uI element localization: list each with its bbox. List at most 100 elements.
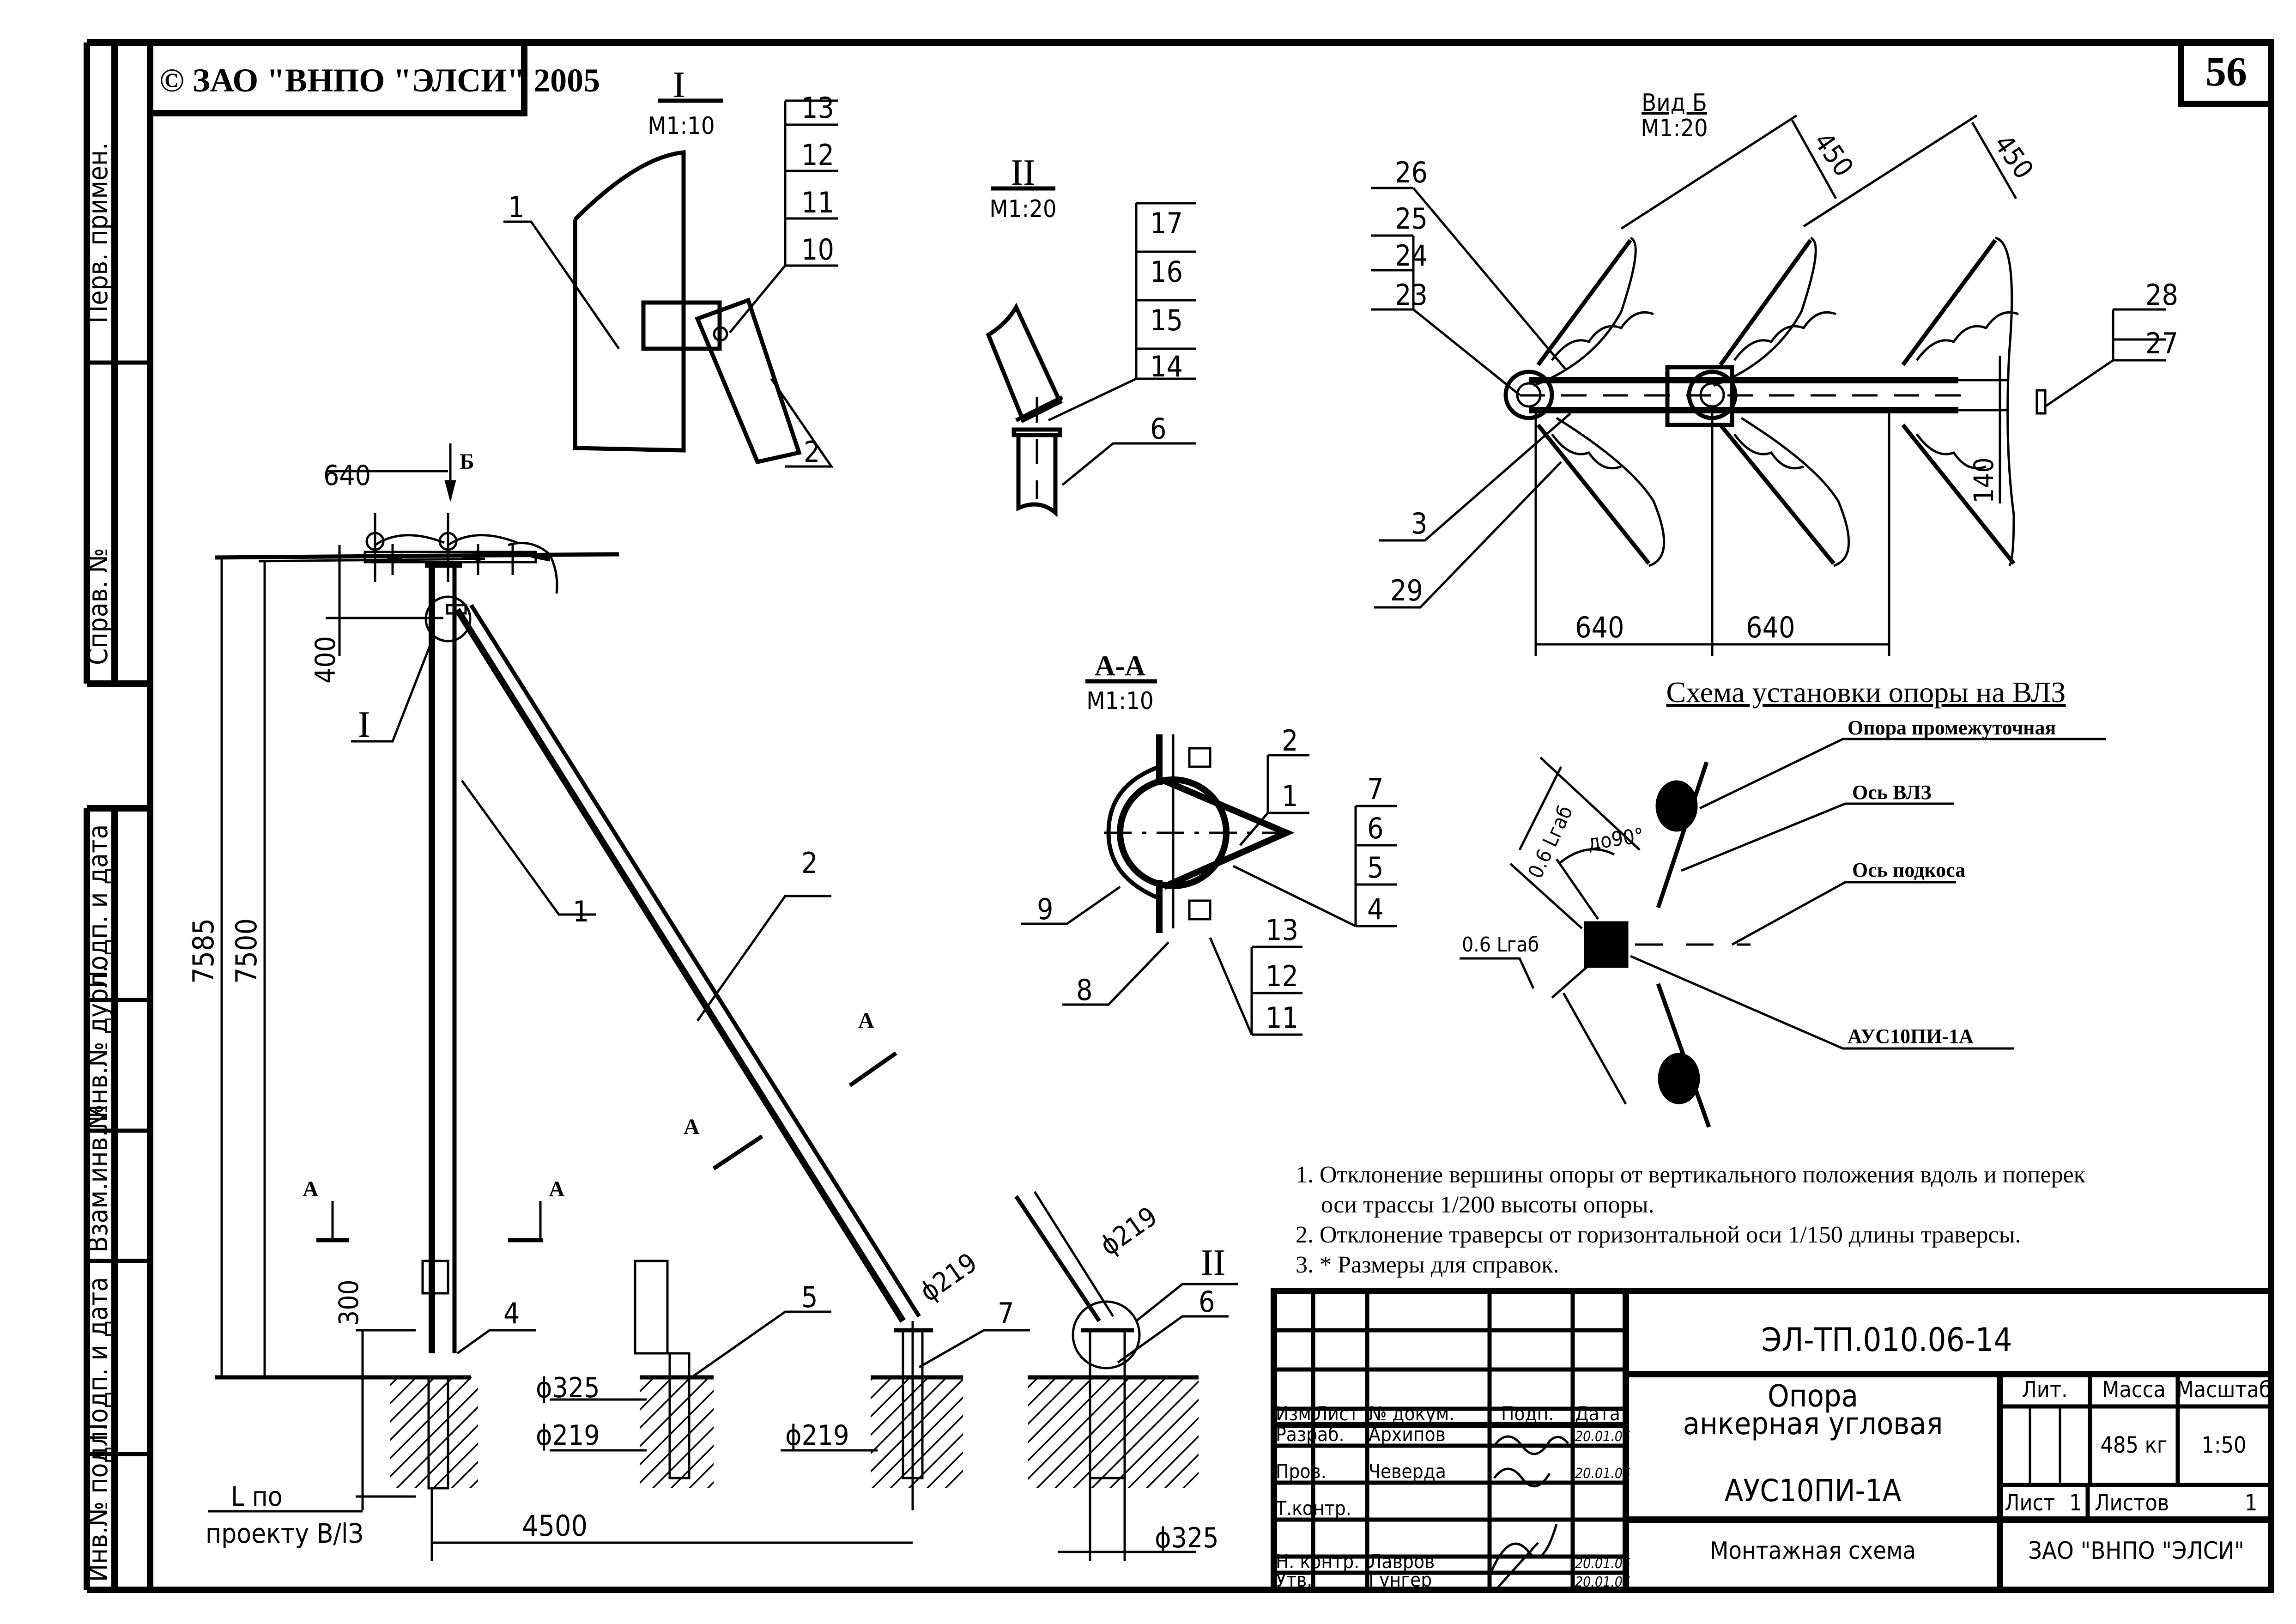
- page-number: 56: [2205, 49, 2247, 95]
- section-AA-part-11: 11: [1266, 1001, 1298, 1035]
- detail-I-part-11: 11: [801, 186, 834, 219]
- section-AA-part-9: 9: [1037, 892, 1053, 926]
- detail-I-scale: M1:10: [648, 112, 715, 140]
- view-B-part-25: 25: [1395, 202, 1428, 236]
- scheme-label-axis-vlz: Ось ВЛЗ: [1852, 781, 1932, 804]
- dimensions-main: [208, 443, 913, 1561]
- detail-I-part-12: 12: [801, 138, 834, 172]
- hdr-izm: Изм.: [1276, 1402, 1317, 1425]
- phi219-label-1: ϕ219: [536, 1419, 600, 1452]
- scheme-title: Схема установки опоры на ВЛЗ: [1666, 676, 2066, 709]
- page-number-box: 56: [2178, 42, 2271, 107]
- hdr-doc-no: № докум.: [1369, 1402, 1454, 1425]
- section-a-left: A: [303, 1177, 319, 1201]
- date-prov: 20.01.05: [1575, 1466, 1630, 1482]
- part-7-label: 7: [998, 1297, 1014, 1330]
- l-po-line2: проекту В/lЗ: [206, 1518, 363, 1549]
- section-a-brace-1: A: [684, 1115, 700, 1139]
- signature-prov: [1493, 1467, 1551, 1488]
- section-AA-part-12: 12: [1266, 959, 1298, 993]
- lit-label: Лит.: [2022, 1377, 2067, 1403]
- signature-nkontr: [1490, 1524, 1558, 1590]
- section-AA-part-8: 8: [1076, 973, 1092, 1007]
- role-razrab: Разраб.: [1276, 1423, 1344, 1446]
- dim-7585: 7585: [187, 918, 220, 984]
- stamp-inv-podl: Инв.№ подл.: [82, 1424, 114, 1582]
- role-prov: Пров.: [1276, 1460, 1327, 1483]
- part-5-label: 5: [801, 1280, 818, 1314]
- name-utv: Гунгер: [1369, 1569, 1432, 1591]
- name-line3: АУС10ПИ-1А: [1725, 1473, 1902, 1509]
- phi219-label-2: ϕ219: [785, 1419, 849, 1452]
- detail-II-part-17: 17: [1150, 206, 1183, 240]
- sheets-label: Листов: [2095, 1490, 2169, 1516]
- sheet-value: 1: [2069, 1490, 2082, 1516]
- view-b-marker: Б: [460, 449, 474, 474]
- foundation-pole: [390, 1260, 478, 1490]
- mass-value: 485 кг: [2101, 1432, 2168, 1458]
- view-B-dim-450-b: 450: [1988, 129, 2040, 185]
- role-nkontr: Н. контр.: [1276, 1550, 1359, 1573]
- date-utv: 20.01.05: [1575, 1574, 1630, 1590]
- view-B-part-29: 29: [1390, 574, 1423, 607]
- section-AA-part-1: 1: [1282, 779, 1298, 813]
- section-a-right: A: [549, 1177, 565, 1201]
- view-B-scale: M1:20: [1641, 115, 1708, 142]
- view-B-dim-140: 140: [1968, 457, 1999, 503]
- scale-label: Масштаб: [2176, 1377, 2271, 1403]
- doc-type: Монтажная схема: [1710, 1537, 1916, 1565]
- dim-300: 300: [333, 1279, 364, 1326]
- stamp-vzam-inv: Взам.инв.№: [82, 1104, 114, 1253]
- detail-II-title: II: [1011, 152, 1035, 193]
- hdr-list: Лист: [1315, 1402, 1359, 1425]
- traverse: [363, 513, 558, 594]
- part-6-label: 6: [1199, 1285, 1215, 1319]
- detail-II-part-16: 16: [1150, 255, 1183, 289]
- insulator-strings: [1533, 236, 2047, 567]
- scheme-angle: до90°: [1586, 824, 1645, 854]
- section-AA-part-4: 4: [1367, 892, 1383, 926]
- view-B-part-26: 26: [1395, 156, 1428, 189]
- phi219-label-3: ϕ219: [914, 1247, 983, 1308]
- stamp-perv-primen: Перв. примен.: [82, 142, 114, 323]
- side-stamp: Перв. примен. Справ. № Подп. и дата Инв.…: [82, 142, 114, 1582]
- copyright-text: © ЗАО "ВНПО "ЭЛСИ" 2005: [159, 62, 600, 99]
- scheme-dim-top: 0.6 Lгаб: [1524, 802, 1578, 882]
- scheme-label-model: АУС10ПИ-1А: [1848, 1025, 1974, 1048]
- intermediate-pole-bottom: [1658, 1053, 1700, 1104]
- hdr-data: Дата: [1575, 1402, 1620, 1425]
- note-3: 3. * Размеры для справок.: [1296, 1252, 1559, 1278]
- view-B: Вид Б M1:20: [1371, 89, 2178, 656]
- detail-II: II M1:20 17 16 15 14 6: [986, 152, 1196, 517]
- sheet-frame: [84, 39, 2274, 1593]
- detail-I-part-1: 1: [508, 190, 524, 224]
- section-AA-title: А-А: [1095, 650, 1145, 682]
- date-nkontr: 20.01.05: [1575, 1556, 1630, 1572]
- dim-7500: 7500: [230, 918, 263, 984]
- foundation-7: [871, 1321, 963, 1510]
- main-view: 640 Б 400 7585 7500 300 4500 L по проект…: [187, 443, 1238, 1561]
- part-4-label: 4: [503, 1297, 520, 1330]
- section-AA-part-7: 7: [1367, 772, 1383, 806]
- name-razrab: Архипов: [1369, 1423, 1446, 1446]
- view-B-dim-640-a: 640: [1575, 611, 1624, 644]
- hdr-podp: Подп.: [1501, 1402, 1554, 1425]
- detail-I-part-13: 13: [801, 91, 834, 125]
- callout-I: I: [358, 704, 370, 745]
- section-AA: А-А M1:10 2 1 7 6 5 4 13 12 11: [1021, 650, 1397, 1036]
- note-2: 2. Отклонение траверсы от горизонтальной…: [1296, 1222, 2021, 1248]
- stamp-podp-data-1: Подп. и дата: [82, 824, 114, 988]
- phi325-label-2: ϕ325: [1155, 1522, 1219, 1554]
- signature-razrab: [1493, 1435, 1569, 1455]
- scheme-dim-left: 0.6 Lгаб: [1462, 933, 1539, 957]
- detail-II-part-14: 14: [1150, 350, 1183, 383]
- foundation-6: [1014, 1191, 1199, 1561]
- name-prov: Чеверда: [1369, 1460, 1446, 1483]
- section-AA-part-5: 5: [1367, 851, 1383, 885]
- detail-I-title: I: [673, 65, 685, 105]
- copyright-box: © ЗАО "ВНПО "ЭЛСИ" 2005: [150, 42, 600, 116]
- phi325-label-1: ϕ325: [536, 1372, 600, 1404]
- role-tkontr: Т.контр.: [1275, 1497, 1351, 1520]
- dim-4500: 4500: [522, 1509, 588, 1543]
- phi219-label-4: ϕ219: [1094, 1200, 1163, 1262]
